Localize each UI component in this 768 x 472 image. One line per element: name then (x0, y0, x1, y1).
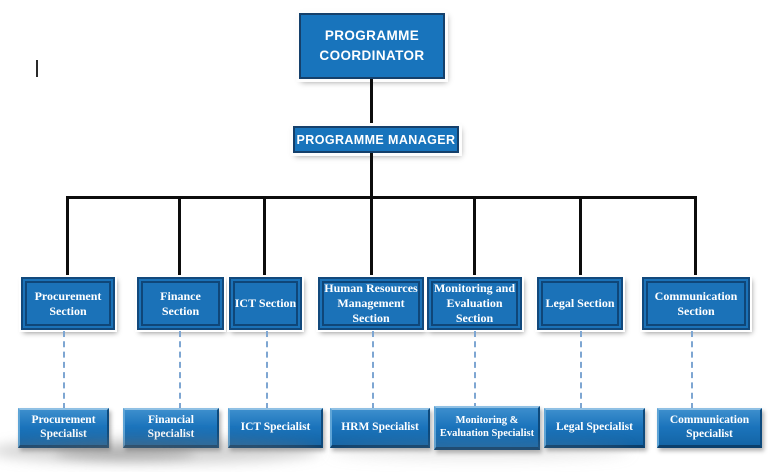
node-label: ICT Section (234, 296, 297, 310)
shadow-smudge (330, 443, 630, 459)
node-label: Legal Specialist (556, 420, 633, 433)
node-label: Legal Section (545, 296, 615, 310)
connector-dashed-finance (179, 331, 181, 409)
shadow-smudge (0, 438, 320, 464)
connector-drop-procurement (66, 196, 69, 279)
connector-drop-finance (178, 196, 181, 279)
connector-dashed-ict (266, 331, 268, 409)
node-hr-management-section: Human Resources Management Section (318, 277, 424, 330)
connector-drop-legal (579, 196, 582, 279)
node-finance-section: Finance Section (137, 277, 224, 330)
node-label: Finance Section (160, 288, 201, 318)
node-programme-manager: PROGRAMME MANAGER (293, 126, 459, 153)
node-label: ICT Specialist (240, 420, 311, 433)
node-label: Human Resources Management Section (324, 281, 418, 325)
connector-drop-communication (694, 196, 697, 279)
connector-dashed-communication (691, 331, 693, 409)
connector-dashed-hrm (372, 331, 374, 409)
node-label: PROGRAMME MANAGER (296, 132, 456, 147)
connector-bus (67, 196, 697, 199)
connector-drop-monitoring (473, 196, 476, 279)
connector-dashed-monitoring (474, 331, 476, 409)
node-label: Communication Section (654, 288, 738, 318)
node-label: Monitoring and Evaluation Section (433, 281, 515, 325)
node-monitoring-evaluation-section: Monitoring and Evaluation Section (427, 277, 522, 330)
node-label: Procurement Specialist (31, 413, 96, 440)
node-label: Financial Specialist (147, 413, 195, 440)
connector-manager-bus (370, 153, 373, 196)
node-ict-specialist: ICT Specialist (228, 408, 323, 448)
node-programme-coordinator: PROGRAMME COORDINATOR (299, 13, 445, 79)
node-label: PROGRAMME COORDINATOR (319, 28, 425, 63)
node-label: Procurement Section (34, 288, 102, 318)
node-label: Monitoring & Evaluation Specialist (439, 414, 535, 439)
node-legal-section: Legal Section (537, 277, 623, 330)
node-communication-specialist: Communication Specialist (657, 408, 762, 448)
node-label: HRM Specialist (341, 420, 419, 433)
node-monitoring-evaluation-specialist: Monitoring & Evaluation Specialist (434, 406, 540, 450)
node-procurement-specialist: Procurement Specialist (18, 408, 109, 448)
connector-drop-hrm (370, 196, 373, 279)
node-ict-section: ICT Section (229, 277, 302, 330)
connector-drop-ict (263, 196, 266, 279)
node-procurement-section: Procurement Section (21, 277, 115, 330)
connector-dashed-procurement (63, 331, 65, 409)
node-label: Communication Specialist (669, 413, 750, 440)
node-hrm-specialist: HRM Specialist (330, 408, 430, 448)
node-communication-section: Communication Section (642, 277, 750, 330)
node-financial-specialist: Financial Specialist (123, 408, 219, 448)
connector-dashed-legal (580, 331, 582, 409)
node-legal-specialist: Legal Specialist (544, 408, 645, 448)
shadow-smudge (55, 447, 195, 460)
connector-coordinator-manager (370, 79, 373, 126)
text-cursor-artifact (36, 60, 38, 77)
